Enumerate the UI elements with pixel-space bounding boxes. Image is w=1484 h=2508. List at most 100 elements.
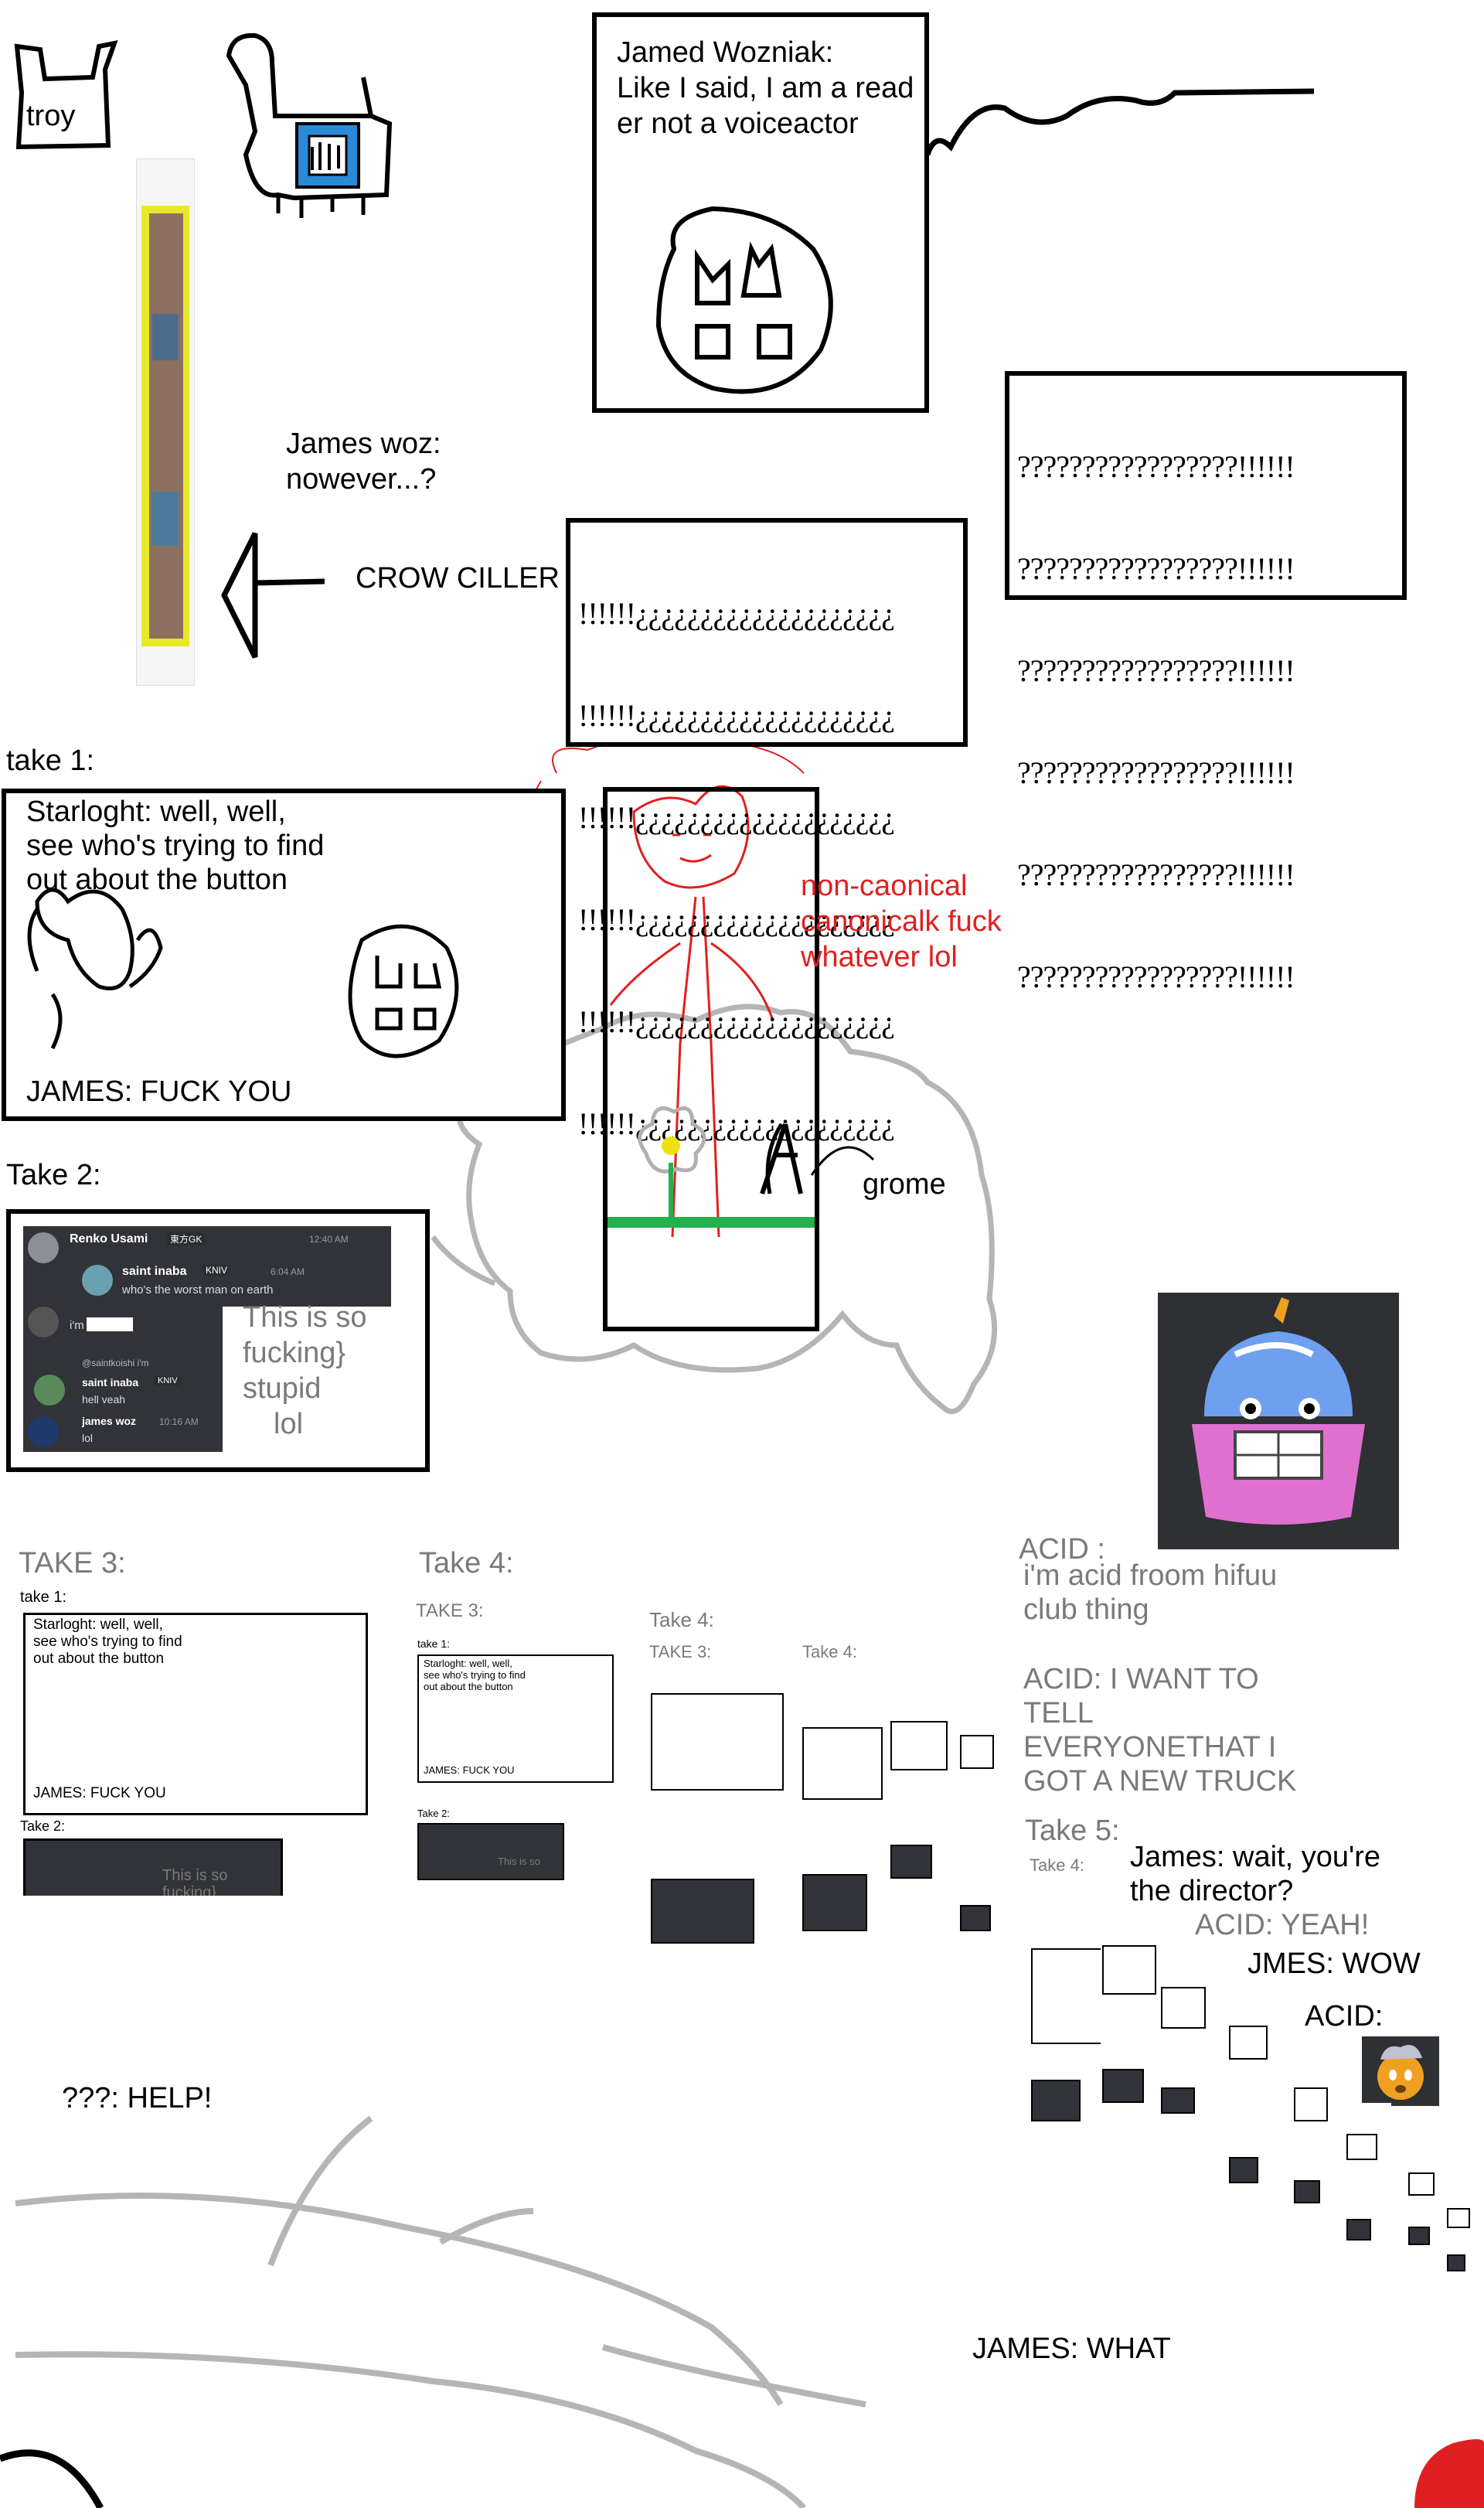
mini-overlay-line1: This is so — [162, 1867, 228, 1884]
chat-message: i'm — [70, 1319, 84, 1332]
woz-line3: er not a voiceactor — [617, 107, 859, 140]
irow-3: !!!!!!¿¿¿¿¿¿¿¿¿¿¿¿¿¿¿¿¿¿¿¿ — [578, 800, 895, 835]
irow-5: !!!!!!¿¿¿¿¿¿¿¿¿¿¿¿¿¿¿¿¿¿¿¿ — [578, 1004, 895, 1039]
take1-panel: Starloght: well, well, see who's trying … — [2, 789, 566, 1121]
take2-panel: Renko Usami 東方GK 12:40 AM saint inaba KN… — [6, 1209, 430, 1472]
acid-label: ACID : — [1019, 1533, 1105, 1566]
qrow-1: ?????????????????!!!!!! — [1017, 449, 1295, 484]
mini-james-fuck-you: JAMES: FUCK YOU — [33, 1785, 166, 1801]
mini-james-fuck-you: JAMES: FUCK YOU — [424, 1764, 515, 1776]
starlight-line2: see who's trying to find — [26, 830, 325, 862]
take5-james-line2: the director? — [1130, 1875, 1294, 1907]
overlay-line4: lol — [274, 1408, 304, 1440]
woz-line2: Like I said, I am a read — [617, 72, 914, 104]
mini-starlight-line1: Starloght: well, well, — [424, 1658, 512, 1669]
chat-message: lol — [82, 1432, 94, 1444]
mini-starlight-line3: out about the button — [33, 1651, 165, 1667]
take5-thumbnail-6 — [1345, 2103, 1391, 2258]
take5-thumbnail-3 — [1159, 1964, 1213, 2165]
qrow-2: ?????????????????!!!!!! — [1017, 551, 1295, 586]
grome-panel — [603, 787, 819, 1331]
inverted-question-box: !!!!!!¿¿¿¿¿¿¿¿¿¿¿¿¿¿¿¿¿¿¿¿ !!!!!!¿¿¿¿¿¿¿… — [566, 518, 968, 1141]
take4-recursive-thumbnail: TAKE 3: take 1: Starloght: well, well, s… — [413, 1600, 621, 1894]
take5-thumbnail-4 — [1227, 2010, 1274, 2196]
mini-starlight-line1: Starloght: well, well, — [33, 1617, 163, 1633]
take1-heading: take 1: — [6, 745, 95, 777]
take5-acid-end: ACID: — [1305, 2000, 1384, 2033]
james-woz-line1: James woz: — [286, 428, 441, 460]
mini-starlight-line2: see who's trying to find — [33, 1634, 182, 1650]
take3-heading: TAKE 3: — [19, 1547, 126, 1579]
flower-doodle — [638, 1106, 803, 1217]
take5-thumbnail-8 — [1445, 2193, 1476, 2285]
acid-shout-line1: ACID: I WANT TO — [1023, 1663, 1259, 1695]
avatar — [82, 1265, 113, 1296]
chat-badge: KNIV — [155, 1376, 181, 1385]
take5-thumbnail-7 — [1407, 2149, 1445, 2273]
acid-shout-line2: TELL — [1023, 1697, 1094, 1729]
take5-heading: Take 5: — [1025, 1815, 1120, 1847]
recursive-thumbnail-level3: Take 4: TAKE 3: — [648, 1608, 795, 1948]
question-exclaim-box: ?????????????????!!!!!! ????????????????… — [1005, 371, 1407, 994]
chat-username: saint inaba — [82, 1376, 139, 1389]
james-what-text: JAMES: WHAT — [972, 2333, 1171, 2365]
mini-starlight-line2: see who's trying to find — [424, 1669, 526, 1681]
avatar — [28, 1232, 59, 1263]
overlay-line3: stupid — [243, 1372, 322, 1405]
james-fuck-you: JAMES: FUCK YOU — [26, 1075, 292, 1108]
overlay-line1: This is so — [243, 1301, 367, 1334]
tall-banner-screenshot — [136, 158, 195, 686]
mind-blown-emoji — [1362, 2036, 1439, 2106]
mini-take4-heading: Take 4: — [802, 1642, 857, 1661]
mini-take1-heading: take 1: — [20, 1589, 67, 1606]
mini-overlay-line1: This is so — [498, 1855, 540, 1867]
skull-doodle — [655, 206, 833, 394]
take5-james-line1: James: wait, you're — [1130, 1841, 1381, 1873]
overlay-cover — [223, 1307, 391, 1452]
woz-line1: Jamed Wozniak: — [617, 36, 834, 69]
take5-jmes-wow: JMES: WOW — [1247, 1947, 1421, 1980]
qrow-5: ?????????????????!!!!!! — [1017, 857, 1295, 892]
irow-1: !!!!!!¿¿¿¿¿¿¿¿¿¿¿¿¿¿¿¿¿¿¿¿ — [578, 596, 895, 631]
take5-thumbnail-5 — [1292, 2056, 1339, 2211]
woz-panel: Jamed Wozniak: Like I said, I am a read … — [592, 12, 929, 413]
chat-username: saint inaba — [122, 1265, 187, 1278]
recursive-thumbnail-level6 — [958, 1719, 1005, 1951]
take5-acid-yeah: ACID: YEAH! — [1195, 1909, 1370, 1941]
mini-take3-heading: TAKE 3: — [649, 1642, 712, 1661]
mini-take2-heading: Take 2: — [20, 1818, 66, 1834]
take5-thumbnail-1: Take 4: — [1028, 1855, 1113, 2126]
take2-heading: Take 2: — [6, 1159, 101, 1191]
mini-take3-heading: TAKE 3: — [416, 1600, 484, 1621]
chat-time: 10:16 AM — [159, 1416, 199, 1427]
take1-doodles — [27, 888, 459, 1058]
chat-message: hell veah — [82, 1393, 126, 1406]
irow-6: !!!!!!¿¿¿¿¿¿¿¿¿¿¿¿¿¿¿¿¿¿¿¿ — [578, 1106, 895, 1141]
chat-badge: 東方GK — [167, 1232, 206, 1245]
mini-take4-heading: Take 4: — [649, 1608, 714, 1631]
windows-logo — [28, 1416, 59, 1447]
qrow-3: ?????????????????!!!!!! — [1017, 653, 1295, 688]
mini-take1-heading: take 1: — [417, 1637, 451, 1650]
starlight-line1: Starloght: well, well, — [26, 796, 286, 828]
chat-message: who's the worst man on earth — [122, 1283, 274, 1297]
mini-starlight-line3: out about the button — [424, 1681, 513, 1692]
take4-heading: Take 4: — [419, 1547, 514, 1579]
acid-cupcake-emoji — [1158, 1293, 1399, 1549]
red-line1: non-caonical — [801, 870, 968, 902]
james-woz-line2: nowever...? — [286, 463, 437, 496]
irow-2: !!!!!!¿¿¿¿¿¿¿¿¿¿¿¿¿¿¿¿¿¿¿¿ — [578, 698, 895, 733]
mini-take4-heading: Take 4: — [1030, 1855, 1084, 1875]
avatar — [34, 1375, 65, 1406]
qrow-6: ?????????????????!!!!!! — [1017, 959, 1295, 994]
llama-doodle — [226, 32, 393, 201]
recursive-thumbnail-level4: Take 4: — [801, 1642, 893, 1936]
red-line3: whatever lol — [801, 941, 958, 973]
chat-reply-ref: @saintkoishi i'm — [82, 1358, 149, 1368]
acid-shout-line3: EVERYONETHAT I — [1023, 1731, 1277, 1763]
troy-doodle — [14, 40, 118, 150]
green-ground — [608, 1217, 815, 1228]
mini-take2-heading: Take 2: — [417, 1808, 450, 1819]
chat-time: 12:40 AM — [309, 1234, 349, 1245]
